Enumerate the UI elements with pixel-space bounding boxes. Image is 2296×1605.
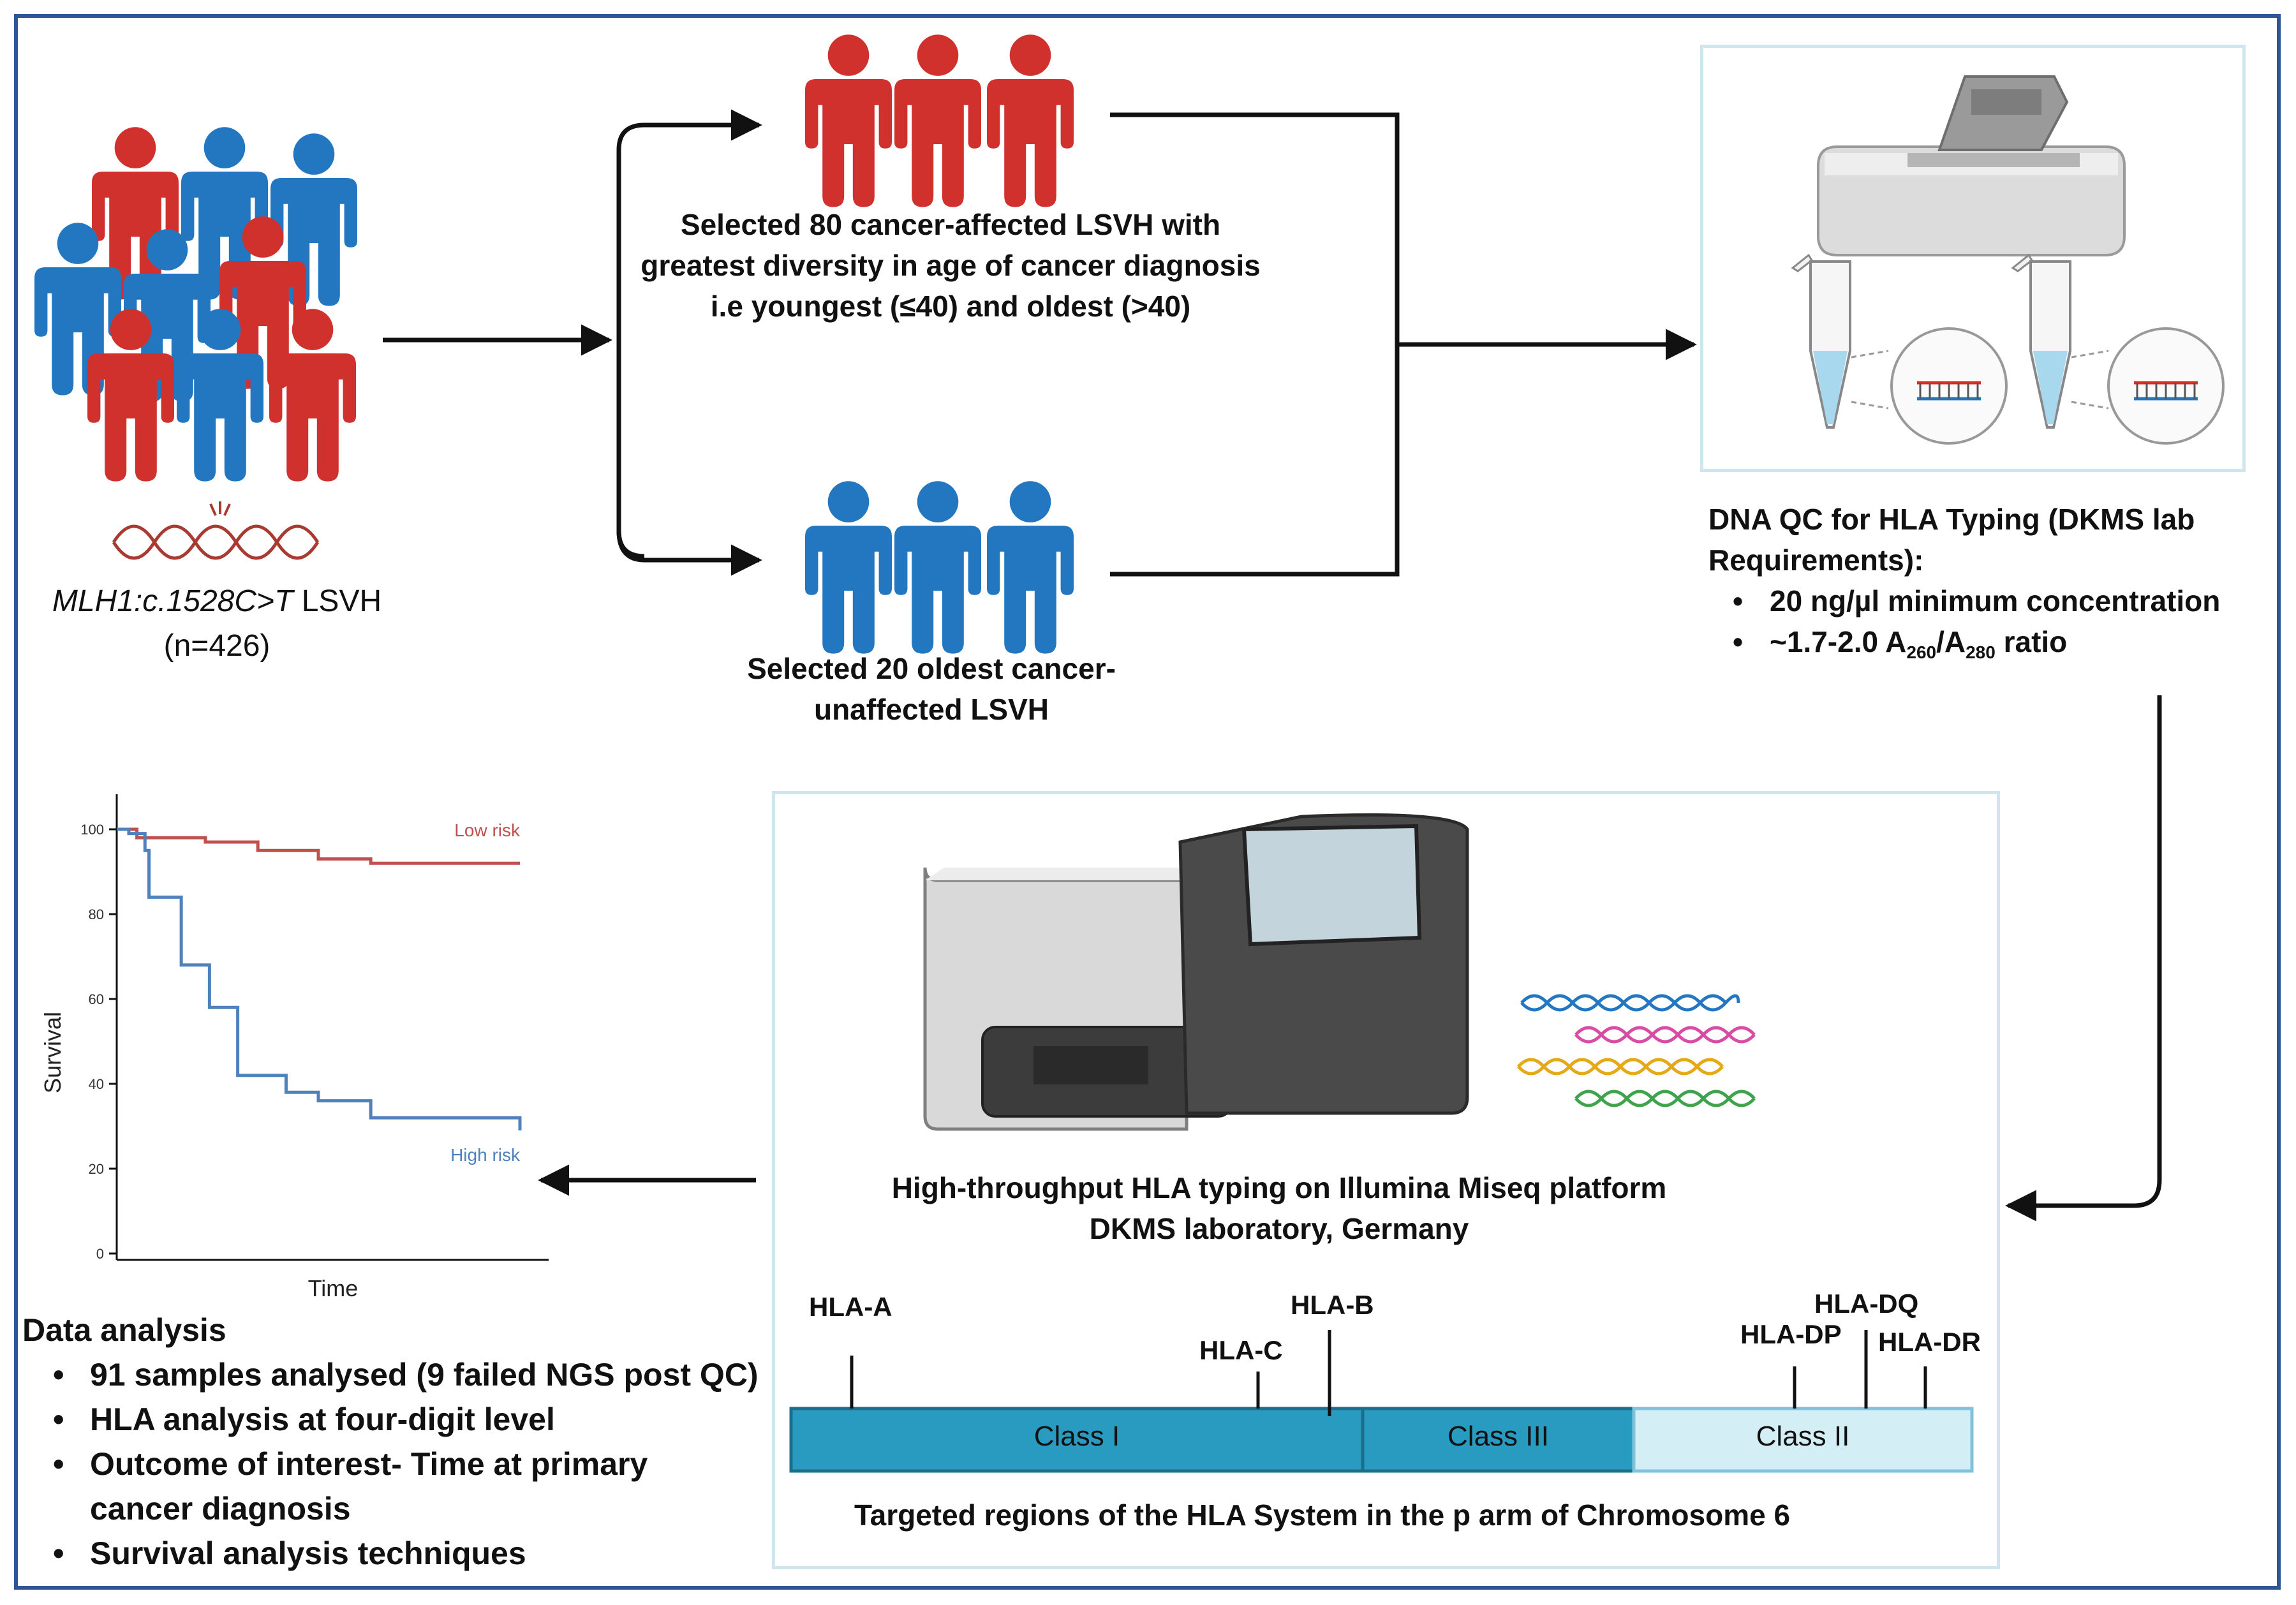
affected-line-1: Selected 80 cancer-affected LSVH with (680, 208, 1221, 241)
class-2-label: Class II (1756, 1421, 1850, 1452)
x-axis-label: Time (308, 1275, 359, 1301)
data-analysis-list: 91 samples analysed (9 failed NGS post Q… (53, 1352, 775, 1576)
ratio-sub-280: 280 (1966, 642, 1996, 663)
low-risk-curve (117, 827, 520, 865)
y-tick-label: 40 (89, 1076, 104, 1092)
sequencing-panel (772, 791, 2000, 1569)
dna-qc-item-2: ~1.7-2.0 A260/A280 ratio (1733, 621, 2270, 673)
y-tick-label: 0 (96, 1246, 104, 1262)
gene-label: MLH1:c.1528C>T (52, 584, 293, 618)
analysis-item-1: 91 samples analysed (9 failed NGS post Q… (53, 1352, 775, 1397)
class-3-region (1361, 1407, 1636, 1473)
flow-arrows (383, 109, 2162, 1222)
sequencer-icon (923, 813, 1469, 1131)
dna-qc-text: DNA QC for HLA Typing (DKMS lab Requirem… (1708, 499, 2270, 673)
ratio-mid: /A (1936, 625, 1966, 658)
ratio-suffix: ratio (1995, 625, 2068, 658)
analysis-item-3a: Outcome of interest- Time at primary (90, 1446, 648, 1482)
spectrophotometer-icon (1817, 75, 2126, 256)
high-risk-curve (117, 827, 522, 1131)
sequencing-line-1: High-throughput HLA typing on Illumina M… (891, 1171, 1667, 1204)
unaffected-branch-text: Selected 20 oldest cancer- unaffected LS… (708, 648, 1155, 730)
dna-qc-item-1: 20 ng/µl minimum concentration (1733, 581, 2270, 621)
chromosome-bar (789, 1330, 1974, 1473)
class-1-label: Class I (1033, 1421, 1120, 1452)
cohort-count: (n=426) (163, 629, 270, 663)
low-risk-label: Low risk (454, 820, 521, 840)
analysis-item-3: Outcome of interest- Time at primary canc… (53, 1442, 775, 1531)
ratio-sub-260: 260 (1906, 642, 1937, 663)
people-crowd-icon (34, 127, 357, 482)
affected-branch-text: Selected 80 cancer-affected LSVH with gr… (612, 204, 1289, 327)
hla-dp-label: HLA-DP (1740, 1319, 1842, 1349)
y-tick-label: 80 (89, 906, 104, 922)
dna-qc-list: 20 ng/µl minimum concentration ~1.7-2.0 … (1733, 581, 2270, 673)
data-analysis-text: Data analysis 91 samples analysed (9 fai… (22, 1308, 775, 1576)
dna-qc-panel (1700, 45, 2246, 472)
class-1-region (789, 1407, 1365, 1473)
outer-frame (14, 14, 2281, 1590)
affected-line-2: greatest diversity in age of cancer diag… (641, 249, 1261, 282)
ratio-prefix: ~1.7-2.0 A (1770, 625, 1907, 658)
y-axis-label: Survival (40, 1012, 66, 1093)
dna-helix-icon (1517, 994, 1756, 1107)
unaffected-line-1: Selected 20 oldest cancer- (747, 652, 1116, 685)
y-tick-label: 60 (89, 991, 104, 1007)
analysis-item-2: HLA analysis at four-digit level (53, 1397, 775, 1442)
sequencing-line-2: DKMS laboratory, Germany (1089, 1212, 1469, 1245)
y-tick-label: 100 (80, 822, 104, 838)
data-analysis-title: Data analysis (22, 1312, 226, 1348)
unaffected-line-2: unaffected LSVH (813, 693, 1049, 726)
hla-a-label: HLA-A (809, 1292, 892, 1322)
cohort-suffix: LSVH (293, 584, 382, 618)
person-icon (805, 34, 1074, 654)
dna-qc-title-1: DNA QC for HLA Typing (DKMS lab (1708, 503, 2195, 536)
chromosome-caption: Targeted regions of the HLA System in th… (854, 1498, 1791, 1532)
affected-line-3: i.e youngest (≤40) and oldest (>40) (710, 290, 1191, 323)
microtube-icon (1791, 253, 2225, 445)
y-tick-label: 20 (89, 1161, 104, 1177)
class-2-region (1632, 1407, 1974, 1473)
high-risk-label: High risk (450, 1145, 521, 1165)
analysis-item-3b: cancer diagnosis (90, 1491, 351, 1527)
hla-c-label: HLA-C (1199, 1335, 1283, 1365)
sequencing-text: High-throughput HLA typing on Illumina M… (772, 1167, 1786, 1249)
hla-b-label: HLA-B (1291, 1290, 1374, 1320)
class-3-label: Class III (1448, 1421, 1549, 1452)
dna-helix-icon (112, 501, 320, 560)
analysis-item-4: Survival analysis techniques (53, 1531, 775, 1576)
cohort-label: MLH1:c.1528C>T LSVH (38, 584, 396, 619)
hla-dq-label: HLA-DQ (1814, 1289, 1919, 1319)
hla-dr-label: HLA-DR (1878, 1327, 1981, 1357)
dna-qc-title-2: Requirements): (1708, 544, 1924, 577)
